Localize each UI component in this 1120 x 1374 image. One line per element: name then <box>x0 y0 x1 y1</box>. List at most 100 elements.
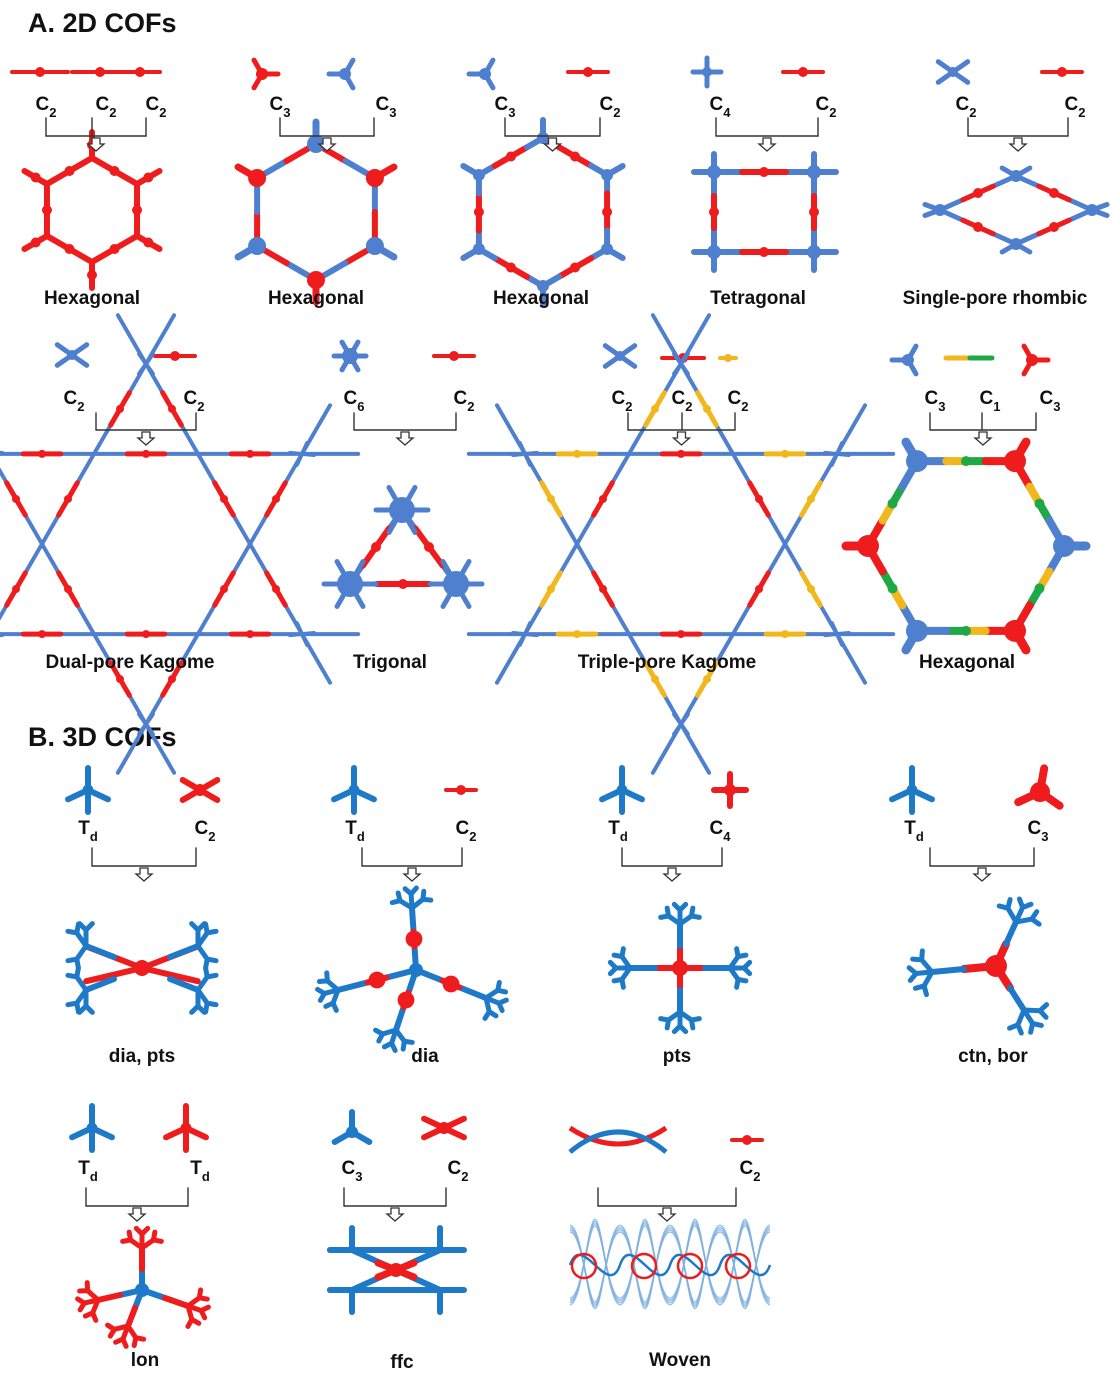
kagome-linker-dot <box>168 405 176 413</box>
hex-node <box>366 237 384 255</box>
bracket <box>716 118 818 151</box>
rhomb-node <box>1086 204 1098 216</box>
down-arrow-icon <box>136 868 152 881</box>
kagome-linker-dot <box>272 585 280 593</box>
symmetry-label: Td <box>78 818 98 842</box>
kagome-linker-dot <box>703 675 711 683</box>
symmetry-label: C2 <box>184 388 205 412</box>
hex-linker-dot <box>570 263 580 273</box>
branch-fork <box>142 1228 148 1234</box>
hex-linker-dot <box>570 152 580 162</box>
monomer-c2-dot <box>35 67 45 77</box>
monomer-c2-x-core <box>194 784 206 796</box>
rhomb-node <box>1010 238 1022 250</box>
ctn-link <box>1010 988 1024 1010</box>
topology-label: Hexagonal <box>268 288 364 310</box>
branch-fork <box>691 916 699 917</box>
branch-fork <box>384 1043 391 1047</box>
branch-fork <box>327 973 328 981</box>
kagome-tip <box>0 634 2 635</box>
kagome-tip <box>825 453 837 454</box>
monomer-c2-x-core <box>438 1122 450 1134</box>
lon-link <box>165 1298 188 1306</box>
branch-fork <box>680 904 686 910</box>
kagome-linker-dot <box>142 450 150 458</box>
hex-linker-dot <box>506 152 516 162</box>
hex-node <box>1004 620 1026 642</box>
square-node <box>707 165 721 179</box>
branch-fork <box>192 1006 198 1012</box>
topology-label: pts <box>663 1046 692 1068</box>
kagome-linker-dot <box>220 585 228 593</box>
monomer-c4-core <box>724 784 736 796</box>
kagome-linker-dot <box>64 585 72 593</box>
branch-fork <box>922 951 923 960</box>
kagome-linker-dot <box>38 630 46 638</box>
hex-linker-dot <box>474 207 484 217</box>
topology-label: Woven <box>649 1350 711 1372</box>
panel-2d-4 <box>693 58 836 270</box>
monomer-c4-core <box>702 67 712 77</box>
symmetry-label: C3 <box>1028 818 1049 842</box>
hex-node <box>366 169 384 187</box>
panel-3d-1 <box>68 768 217 1012</box>
symmetry-label: C2 <box>454 388 475 412</box>
hex-linker-dot <box>888 499 898 509</box>
hex-linker-dot <box>961 456 971 466</box>
branch-fork <box>318 989 325 993</box>
rhomb-node <box>1010 170 1022 182</box>
kagome-tip <box>290 453 302 454</box>
symmetry-label: Td <box>345 818 365 842</box>
tri-node-core <box>389 497 415 523</box>
branch-fork <box>199 1298 207 1299</box>
branch-fork <box>614 979 622 980</box>
panel-2d-8 <box>469 315 893 773</box>
bracket <box>86 1188 188 1221</box>
monomer-c2-dot <box>724 354 732 362</box>
down-arrow-icon <box>397 432 413 445</box>
symmetry-label: C2 <box>728 388 749 412</box>
symmetry-label: C3 <box>270 94 291 118</box>
topology-label: Triple-pore Kagome <box>578 652 756 674</box>
monomer-c2-x-core <box>948 67 958 77</box>
kagome-linker-dot <box>781 450 789 458</box>
monomer-c6-core <box>342 348 358 364</box>
kagome-linker-dot <box>677 450 685 458</box>
monomer-c2-dot <box>456 785 466 795</box>
square-linker-dot <box>709 207 719 217</box>
branch-fork <box>376 1030 383 1034</box>
rhomb-linker-dot <box>1049 222 1059 232</box>
branch-fork <box>78 1299 85 1303</box>
hex-spoke-dot <box>87 270 97 280</box>
hex-node <box>473 169 485 181</box>
topology-label: Trigonal <box>353 652 427 674</box>
square-linker-dot <box>809 207 819 217</box>
topology-label: dia, pts <box>109 1046 176 1068</box>
hex-mid <box>110 244 120 254</box>
ffc-center <box>389 1263 403 1277</box>
crossing-ring <box>632 1254 656 1278</box>
topology-label: Hexagonal <box>44 288 140 310</box>
kagome-linker-dot <box>246 450 254 458</box>
woven-helix-main <box>570 1255 770 1275</box>
topology-label: Single-pore rhombic <box>903 288 1088 310</box>
linker-dot <box>398 992 415 1009</box>
down-arrow-icon <box>759 138 775 151</box>
symmetry-label: C2 <box>448 1158 469 1182</box>
kagome-linker-dot <box>168 675 176 683</box>
branch-fork <box>674 1026 680 1032</box>
kagome-tip <box>0 453 2 454</box>
branch-fork <box>498 990 506 992</box>
kagome-linker-dot <box>12 495 20 503</box>
branch-fork <box>207 931 216 933</box>
kagome-tip <box>525 634 537 635</box>
kagome-linker-dot <box>547 585 555 593</box>
hex-node <box>857 535 879 557</box>
panel-2d-7 <box>324 342 482 606</box>
branch-fork <box>398 893 400 901</box>
branch-fork <box>85 1313 92 1316</box>
branch-fork <box>915 986 924 988</box>
branch-fork <box>499 1003 502 1010</box>
